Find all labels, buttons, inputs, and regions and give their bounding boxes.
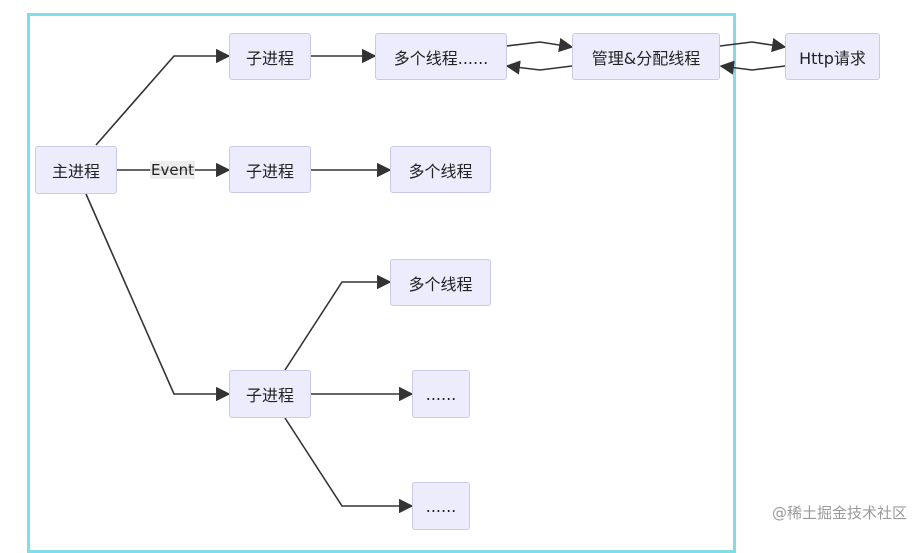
node-threads-3: 多个线程	[390, 259, 491, 306]
edge-child3-dots2	[284, 417, 414, 514]
edge-child3-threads3	[284, 274, 392, 371]
node-threads-2: 多个线程	[390, 146, 491, 193]
node-main-process: 主进程	[35, 146, 117, 194]
edges-layer	[85, 37, 787, 514]
edge-main-child1	[95, 48, 231, 146]
edge-main-child3	[85, 193, 231, 402]
node-threads-1: 多个线程......	[375, 33, 507, 80]
edge-manager-threads1	[505, 60, 573, 75]
node-manager: 管理&分配线程	[572, 33, 720, 80]
edge-manager-http	[719, 37, 787, 53]
node-ellipsis-1: ......	[412, 370, 470, 418]
node-http-request: Http请求	[785, 33, 880, 80]
node-ellipsis-2: ......	[412, 482, 470, 530]
node-child-process-3: 子进程	[229, 370, 311, 418]
watermark: @稀土掘金技术社区	[771, 504, 907, 522]
node-child-process-2: 子进程	[229, 146, 311, 193]
edge-threads1-manager	[505, 37, 574, 53]
edge-label-event: Event	[150, 161, 195, 179]
node-child-process-1: 子进程	[229, 33, 311, 80]
edge-http-manager	[719, 60, 786, 75]
